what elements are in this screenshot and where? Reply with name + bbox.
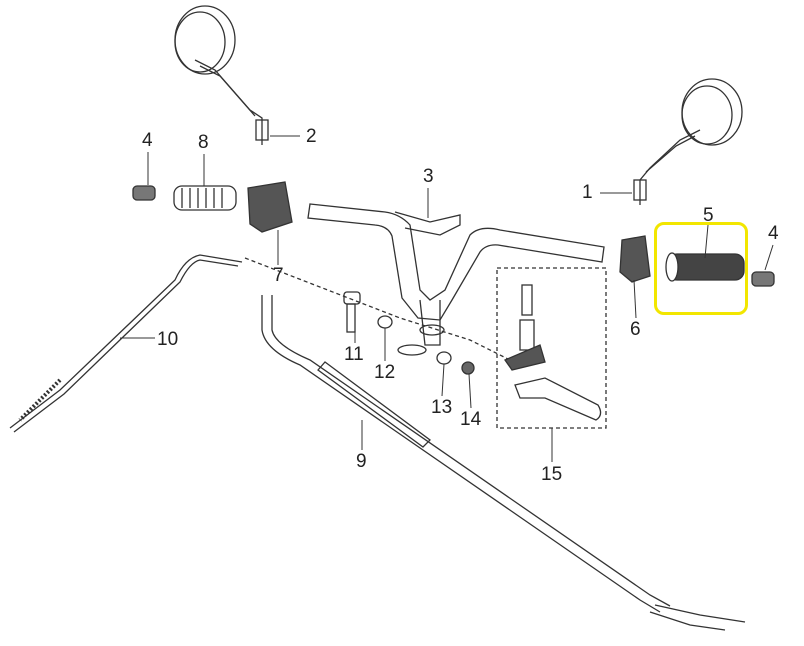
- callout-9: 9: [356, 451, 367, 472]
- callout-8: 8: [198, 132, 209, 153]
- throttle-cable: [261, 295, 746, 631]
- callout-7: 7: [273, 265, 284, 286]
- brake-cable: [9, 254, 243, 433]
- leader-lines: [120, 135, 774, 462]
- callout-6: 6: [630, 319, 641, 340]
- left-mirror: [174, 5, 269, 145]
- right-mirror: [633, 78, 743, 205]
- small-parts: [343, 291, 475, 375]
- callout-2: 2: [306, 126, 317, 147]
- callout-5: 5: [703, 205, 714, 226]
- right-grip: [665, 252, 775, 287]
- callout-4-right: 4: [768, 223, 779, 244]
- callout-15: 15: [541, 464, 563, 485]
- callout-10: 10: [157, 329, 179, 350]
- callout-3: 3: [423, 166, 434, 187]
- right-switch: [619, 235, 651, 283]
- callout-12: 12: [374, 362, 396, 383]
- callout-13: 13: [431, 397, 453, 418]
- left-switch: [247, 181, 293, 233]
- left-grip: [132, 185, 237, 211]
- callout-14: 14: [460, 409, 482, 430]
- callout-4-left: 4: [142, 130, 153, 151]
- highlight-box-part-5: [654, 222, 748, 315]
- routing-line: [244, 257, 511, 361]
- callout-1: 1: [582, 182, 593, 203]
- callout-11: 11: [344, 344, 364, 365]
- brake-lever: [504, 284, 602, 421]
- handlebar: [307, 203, 605, 356]
